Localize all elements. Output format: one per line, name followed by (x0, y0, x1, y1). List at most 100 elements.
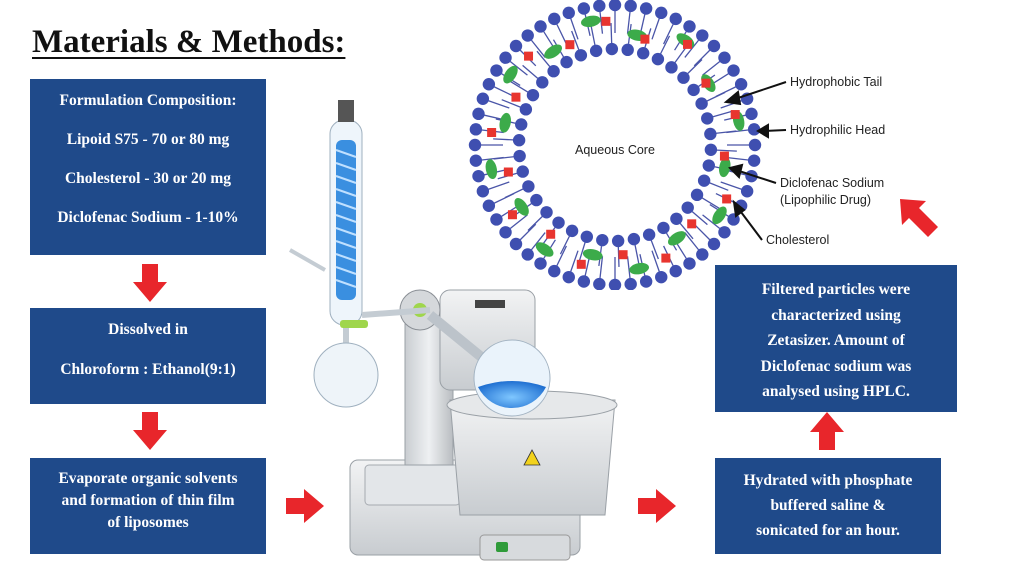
lipid-tail (493, 156, 514, 160)
lipid-head (683, 20, 696, 33)
lipid-head (696, 248, 709, 261)
lipid-head (589, 44, 603, 58)
lipid-head (608, 0, 622, 12)
lipid-head (472, 169, 485, 183)
cholesterol-label: Cholesterol (766, 233, 829, 247)
lipid-head (469, 123, 483, 136)
lipid-head (718, 226, 731, 239)
hydrate-box: Hydrated with phosphate buffered saline … (715, 458, 941, 554)
lipid-head (704, 127, 717, 141)
lipid-head (690, 188, 704, 202)
lipid-tail (599, 256, 604, 279)
lipid-head (655, 270, 668, 284)
lipid-head (639, 275, 653, 288)
lipid-head (593, 277, 606, 290)
cholesterol-molecule (580, 15, 601, 28)
lipid-head (745, 107, 758, 121)
lipid-tail (509, 60, 528, 76)
lipid-tail (660, 35, 671, 55)
lipid-head (509, 39, 523, 53)
lipid-head (515, 118, 528, 131)
lipid-tail (510, 81, 529, 93)
lipid-tail (556, 23, 567, 45)
lipid-tail (626, 11, 631, 34)
lipid-head (562, 270, 575, 284)
drug-molecule (601, 16, 611, 26)
lipid-head (747, 123, 761, 136)
drug-molecule (618, 250, 628, 260)
lipid-head (521, 248, 534, 261)
lipid-tail (527, 216, 543, 231)
drug-molecule (687, 219, 697, 229)
lipid-head (490, 64, 503, 77)
lipid-head (519, 103, 533, 116)
aqueous-core-label: Aqueous Core (575, 143, 655, 157)
lipid-tail (702, 60, 721, 76)
evaporate-line2: and formation of thin film (61, 492, 235, 509)
lipid-head (696, 29, 709, 42)
drug-molecule (503, 167, 513, 177)
lipid-head (642, 228, 656, 241)
lipid-head (704, 143, 718, 156)
lipid-tail (570, 250, 579, 272)
cholesterol-molecule (712, 206, 727, 225)
lipid-tail (684, 232, 700, 251)
drug-molecule (576, 259, 586, 269)
right-arrow-icon (638, 489, 676, 523)
hydrophilic-head-label: Hydrophilic Head (790, 123, 885, 137)
lipid-head (665, 61, 678, 74)
lipid-head (707, 237, 721, 251)
liposome-bilayer (468, 0, 762, 290)
lipid-head (468, 138, 482, 152)
hydrate-line3: sonicated for an hour. (756, 522, 900, 539)
lipid-tail (651, 250, 660, 272)
diclofenac-label: Diclofenac Sodium (780, 176, 884, 190)
lipid-head (707, 39, 721, 53)
lipid-tail (712, 110, 733, 118)
lipid-tail (679, 222, 694, 240)
lipid-head (562, 6, 575, 20)
lipid-head (574, 49, 588, 62)
lipid-head (681, 201, 694, 214)
lipid-head (718, 51, 731, 64)
lipid-head (593, 0, 606, 13)
lipid-tail (691, 211, 708, 226)
lipid-head (608, 278, 622, 290)
characterize-box: Filtered particles were characterized us… (715, 265, 957, 412)
lipid-tail (530, 39, 546, 58)
lipid-head (522, 180, 535, 193)
cholesterol-molecule (503, 65, 518, 84)
hydrate-line2: buffered saline & (770, 497, 886, 514)
composition-item-lipoid: Lipoid S75 - 70 or 80 mg (66, 131, 230, 148)
lipid-head (702, 159, 715, 172)
lipid-head (534, 20, 547, 33)
lipid-head (621, 43, 634, 57)
characterize-line5: analysed using HPLC. (762, 383, 910, 400)
lipid-head (548, 12, 561, 26)
lipid-head (596, 233, 609, 247)
lipid-head (536, 76, 549, 89)
rotary-evaporator-image (289, 100, 618, 561)
lipid-head (701, 112, 714, 125)
lipid-head (727, 64, 740, 77)
lipid-head (687, 83, 700, 97)
lipid-tail (674, 45, 688, 63)
lipid-head (512, 134, 526, 147)
lipid-head (499, 51, 512, 64)
page-title: Materials & Methods: (32, 24, 346, 60)
drug-molecule (722, 194, 732, 204)
lipid-head (516, 165, 529, 178)
drug-molecule (730, 110, 740, 120)
lipid-head (548, 264, 561, 278)
lipid-tail (693, 49, 711, 67)
composition-item-cholesterol: Cholesterol - 30 or 20 mg (64, 170, 232, 187)
lipid-head (547, 65, 560, 78)
lipid-head (509, 237, 523, 251)
lipid-tail (519, 223, 537, 241)
right-arrow-icon (286, 489, 324, 523)
drug-molecule (565, 40, 575, 50)
lipid-tail (599, 11, 604, 34)
lipid-tail (706, 91, 726, 102)
lipid-head (526, 88, 540, 102)
drug-molecule (507, 210, 517, 220)
